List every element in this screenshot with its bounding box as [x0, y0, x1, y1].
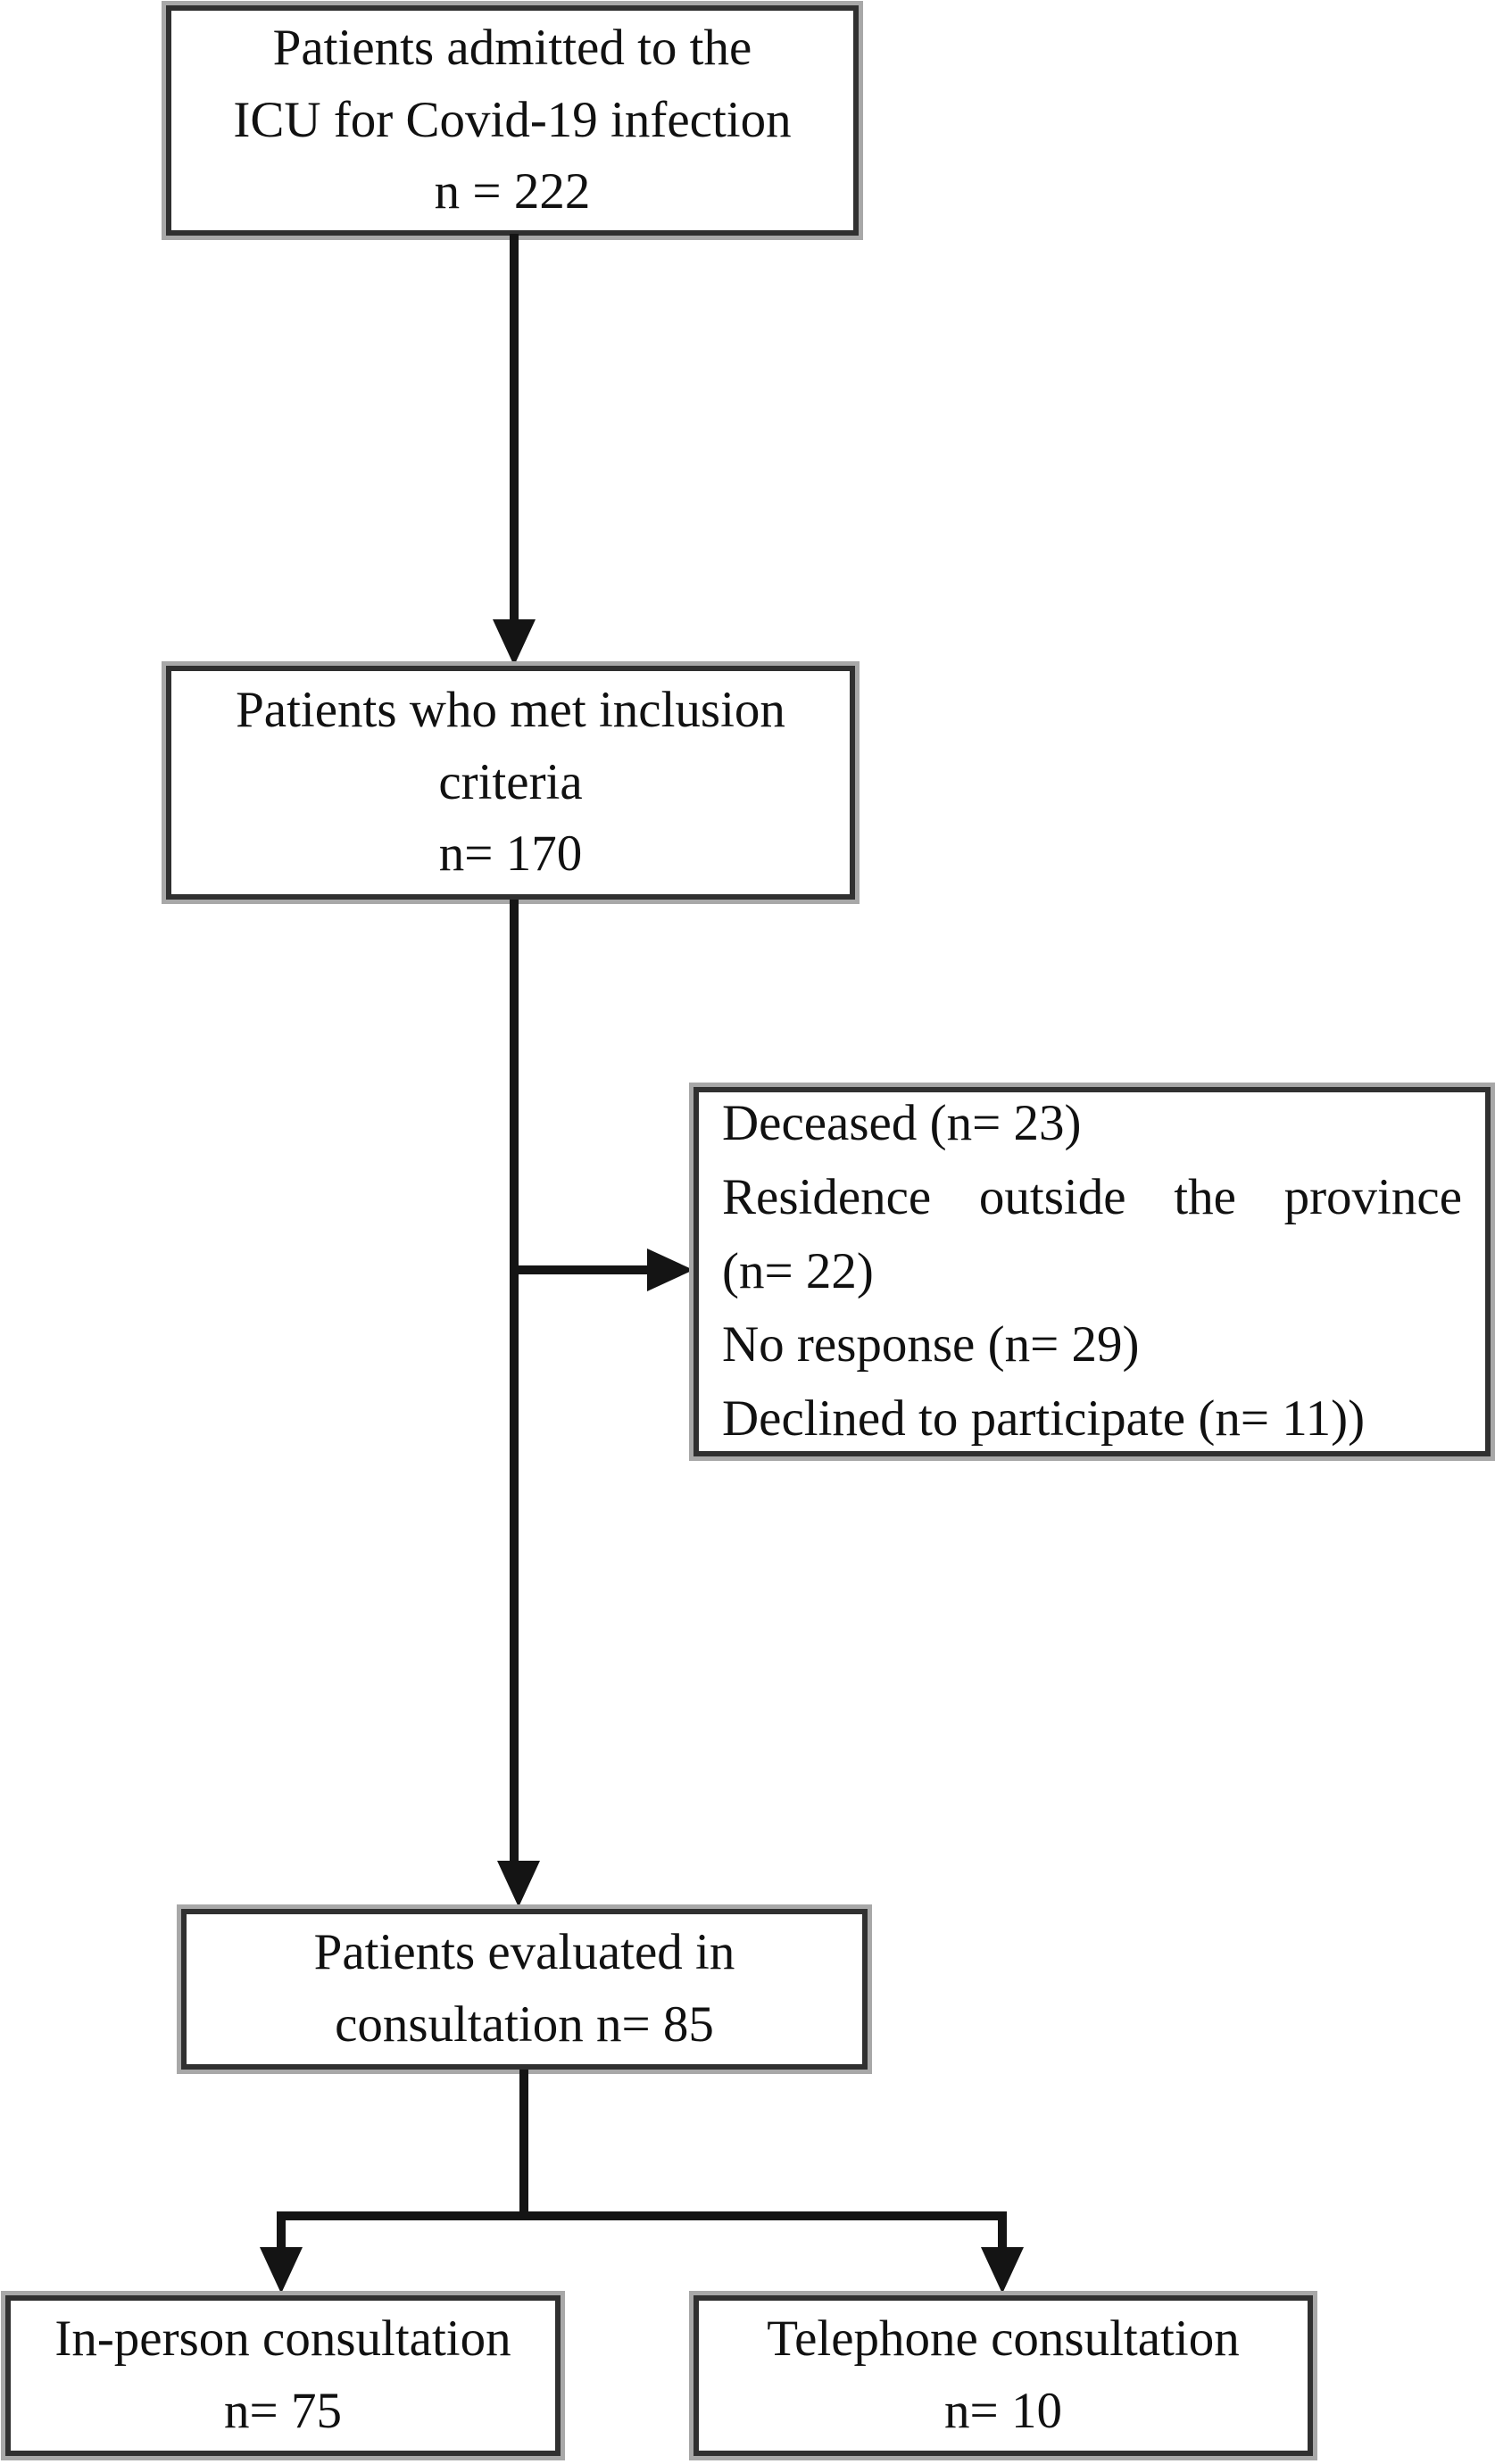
box-evaluated-count: consultation n= 85 — [335, 1996, 714, 2053]
box-excluded: Deceased (n= 23) Residence outside the p… — [694, 1087, 1491, 1456]
box-telephone-line: Telephone consultation — [767, 2311, 1240, 2368]
box-inclusion-line: criteria — [438, 753, 583, 810]
excluded-reason: Residence outside the province — [722, 1169, 1462, 1226]
box-admitted-line: Patients admitted to the — [272, 19, 752, 76]
connector-split-to-telephone — [998, 2211, 1007, 2256]
excluded-reason: No response (n= 29) — [722, 1316, 1140, 1373]
box-admitted: Patients admitted to the ICU for Covid-1… — [166, 5, 859, 236]
box-telephone: Telephone consultation n= 10 — [694, 2295, 1313, 2456]
box-inclusion-count: n= 170 — [438, 825, 583, 883]
connector-split-to-in-person — [277, 2211, 286, 2256]
box-in-person-line: In-person consultation — [54, 2311, 511, 2368]
box-admitted-line: ICU for Covid-19 infection — [233, 91, 792, 148]
arrowhead-down-icon — [497, 1861, 540, 1907]
connector-inclusion-to-evaluated — [510, 900, 519, 1865]
arrowhead-down-icon — [260, 2247, 303, 2294]
box-telephone-count: n= 10 — [944, 2383, 1062, 2439]
connector-branch-to-excluded — [510, 1265, 651, 1274]
excluded-reason-count: (n= 22) — [722, 1242, 874, 1299]
excluded-reason: Declined to participate (n= 11)) — [722, 1390, 1366, 1447]
arrowhead-down-icon — [493, 619, 536, 666]
box-inclusion: Patients who met inclusion criteria n= 1… — [166, 666, 855, 900]
box-evaluated-line: Patients evaluated in — [313, 1924, 735, 1981]
box-inclusion-line: Patients who met inclusion — [236, 681, 785, 738]
box-in-person-count: n= 75 — [224, 2383, 342, 2439]
connector-split-bar — [277, 2211, 1007, 2220]
connector-admitted-to-inclusion — [510, 234, 519, 626]
arrowhead-right-icon — [647, 1249, 694, 1291]
box-in-person: In-person consultation n= 75 — [5, 2295, 561, 2456]
excluded-reason: Deceased (n= 23) — [722, 1095, 1082, 1152]
arrowhead-down-icon — [981, 2247, 1024, 2294]
box-admitted-count: n = 222 — [434, 163, 591, 220]
box-evaluated: Patients evaluated in consultation n= 85 — [181, 1909, 868, 2070]
connector-evaluated-to-split — [519, 2070, 528, 2219]
